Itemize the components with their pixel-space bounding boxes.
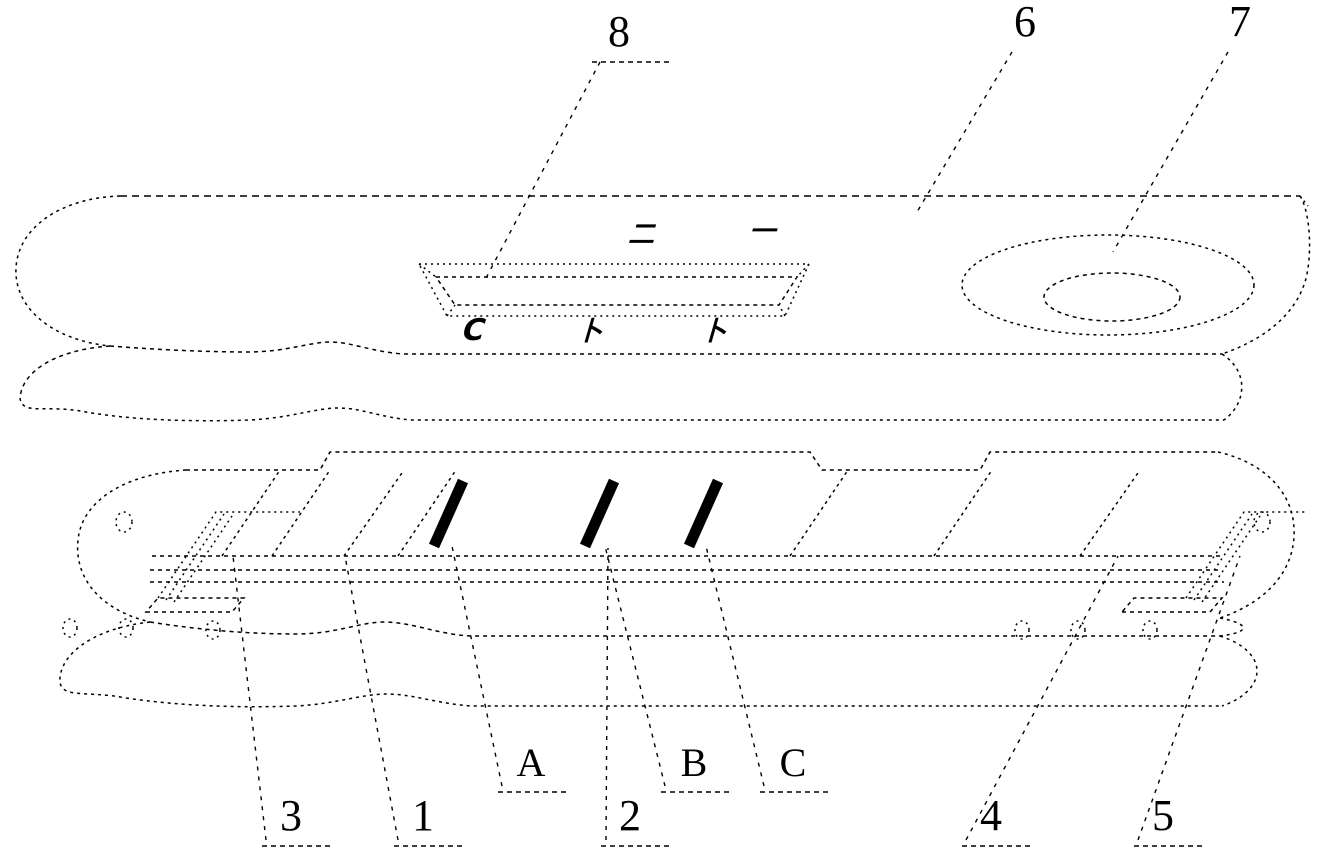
sample-well-inner-ellipse — [1043, 272, 1181, 322]
window-marks: 二 一 C 卜 卜 — [458, 216, 782, 347]
upper-right-round-end-top — [1221, 195, 1311, 355]
reference-numeral-2: 2 — [619, 791, 641, 840]
rib-left-a — [221, 469, 281, 557]
upper-left-round-end-top — [15, 195, 121, 347]
leader-line-3 — [232, 555, 267, 841]
window-inner-aperture — [434, 276, 799, 306]
test-line-B — [579, 478, 620, 549]
upper-housing — [15, 195, 1311, 422]
window-mark-4: 卜 — [698, 316, 733, 346]
upper-right-wall — [1221, 353, 1243, 421]
right-recess-riser — [1185, 511, 1306, 599]
leader-line-A — [451, 545, 503, 787]
rib-left-b — [271, 469, 331, 557]
leader-line-7 — [1112, 51, 1229, 253]
band-label-A: A — [517, 740, 546, 785]
boss-right — [1253, 511, 1271, 533]
right-recess-slot — [1120, 597, 1224, 613]
leader-line-C — [705, 545, 765, 787]
upper-right-corner-tick — [1299, 195, 1309, 207]
lower-deck-back-profile — [186, 451, 1218, 471]
lower-front-top-edge — [149, 621, 1220, 637]
window-mark-2: C — [458, 314, 490, 348]
leader-line-2 — [605, 547, 609, 841]
lower-front-bottom-edge — [125, 693, 1222, 708]
reference-numeral-8: 8 — [608, 7, 630, 56]
lower-left-round-end-upper — [76, 469, 187, 623]
upper-top-front-edge — [109, 341, 1222, 355]
reference-numeral-5: 5 — [1152, 791, 1174, 840]
window-mark-0: 二 — [626, 219, 661, 249]
post-right-2 — [1070, 620, 1086, 640]
window-bevel-right — [796, 263, 810, 278]
rib-left-c — [397, 469, 457, 557]
reference-numeral-3: 3 — [280, 791, 302, 840]
leader-line-4 — [965, 555, 1119, 841]
lower-left-wall — [59, 621, 151, 699]
band-label-C: C — [780, 740, 807, 785]
control-line-C — [683, 478, 724, 549]
post-left-1 — [62, 618, 78, 638]
reference-numeral-6: 6 — [1014, 0, 1036, 46]
lower-right-round-end-upper — [1217, 451, 1295, 619]
post-left-3 — [205, 620, 221, 640]
leader-line-5 — [1137, 555, 1241, 841]
leader-lines — [232, 51, 1241, 841]
reference-numeral-7: 7 — [1229, 0, 1251, 46]
sample-well — [961, 234, 1255, 336]
upper-bottom-front-edge — [19, 397, 1224, 422]
window-bevel-bottom-left — [446, 304, 456, 317]
test-line-A — [428, 478, 469, 549]
band-label-B: B — [681, 740, 708, 785]
result-bands — [428, 478, 724, 549]
post-right-1 — [1014, 620, 1030, 640]
right-recess-riser-2 — [1193, 513, 1253, 601]
leader-line-8 — [484, 61, 601, 281]
leader-line-1 — [344, 555, 399, 841]
left-recess-riser — [157, 511, 300, 599]
window-bevel-left — [418, 263, 437, 278]
post-left-2 — [118, 618, 134, 638]
lower-housing — [59, 451, 1306, 708]
window-mark-3: 卜 — [574, 316, 609, 346]
reference-labels: 8 6 7 3 1 2 4 5 A B C — [280, 0, 1251, 840]
window-outer-rim — [417, 263, 811, 317]
upper-left-wall — [19, 345, 111, 399]
strip-left-edge — [343, 469, 405, 557]
leader-line-6 — [916, 51, 1013, 213]
window-bevel-bottom-right — [778, 304, 786, 317]
boss-left — [115, 511, 133, 533]
reference-numeral-4: 4 — [980, 791, 1002, 840]
strip-right-edge — [1079, 469, 1141, 557]
sample-well-outer-ellipse — [961, 234, 1255, 336]
viewing-window — [417, 263, 811, 317]
rib-right-b — [933, 469, 993, 557]
lower-right-wall-upper — [1219, 617, 1244, 637]
right-recess-riser-3 — [1201, 515, 1261, 603]
reference-numeral-1: 1 — [412, 791, 434, 840]
window-mark-1: 一 — [747, 216, 782, 246]
rib-right-a — [789, 469, 849, 557]
left-recess-riser-2 — [165, 513, 225, 601]
lower-right-wall-lower — [1219, 635, 1258, 707]
label-underlines — [262, 61, 1202, 847]
left-recess-slot — [144, 597, 246, 613]
left-recess-riser-3 — [173, 515, 233, 603]
leader-line-B — [604, 545, 666, 787]
post-right-3 — [1142, 620, 1158, 640]
